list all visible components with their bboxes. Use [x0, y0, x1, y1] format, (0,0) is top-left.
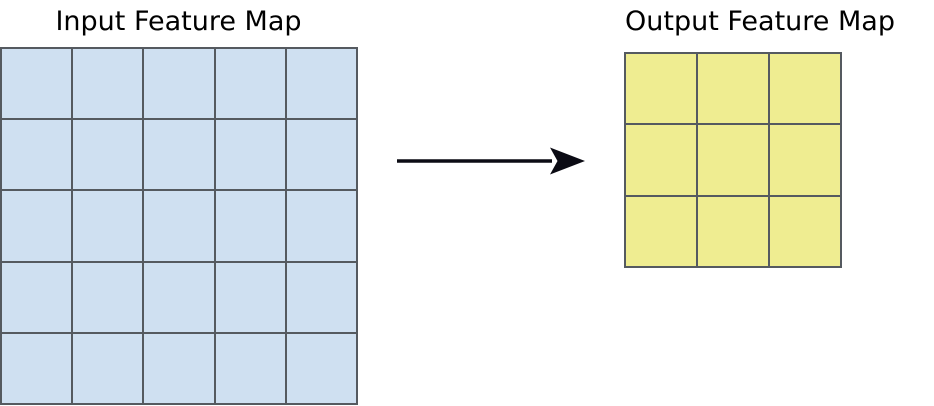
input-feature-map-grid — [0, 47, 358, 405]
output-cell — [698, 196, 768, 266]
output-cell — [626, 196, 696, 266]
input-cell — [144, 262, 214, 332]
input-cell — [73, 333, 143, 403]
input-cell — [2, 49, 72, 119]
input-cell — [73, 49, 143, 119]
input-cell — [2, 120, 72, 190]
input-cell — [144, 191, 214, 261]
input-cell — [144, 120, 214, 190]
input-cell — [286, 262, 356, 332]
input-cell — [215, 262, 285, 332]
input-cell — [2, 333, 72, 403]
transformation-arrow — [390, 138, 595, 184]
input-cell — [2, 191, 72, 261]
input-cell — [215, 120, 285, 190]
input-cell — [215, 49, 285, 119]
output-cell — [626, 125, 696, 195]
input-cell — [286, 49, 356, 119]
input-cell — [215, 191, 285, 261]
input-cell — [73, 120, 143, 190]
input-cell — [73, 262, 143, 332]
input-cell — [215, 333, 285, 403]
output-cell — [770, 196, 840, 266]
input-cell — [144, 333, 214, 403]
output-cell — [770, 125, 840, 195]
output-cell — [698, 54, 768, 124]
output-cell — [698, 125, 768, 195]
input-cell — [286, 333, 356, 403]
input-cell — [2, 262, 72, 332]
output-feature-map-grid — [624, 52, 842, 268]
input-cell — [286, 191, 356, 261]
arrow-right-icon — [397, 147, 585, 175]
output-cell — [770, 54, 840, 124]
input-cell — [144, 49, 214, 119]
output-feature-map-title: Output Feature Map — [625, 6, 895, 37]
input-cell — [286, 120, 356, 190]
input-cell — [73, 191, 143, 261]
output-cell — [626, 54, 696, 124]
input-feature-map-title: Input Feature Map — [55, 6, 302, 37]
